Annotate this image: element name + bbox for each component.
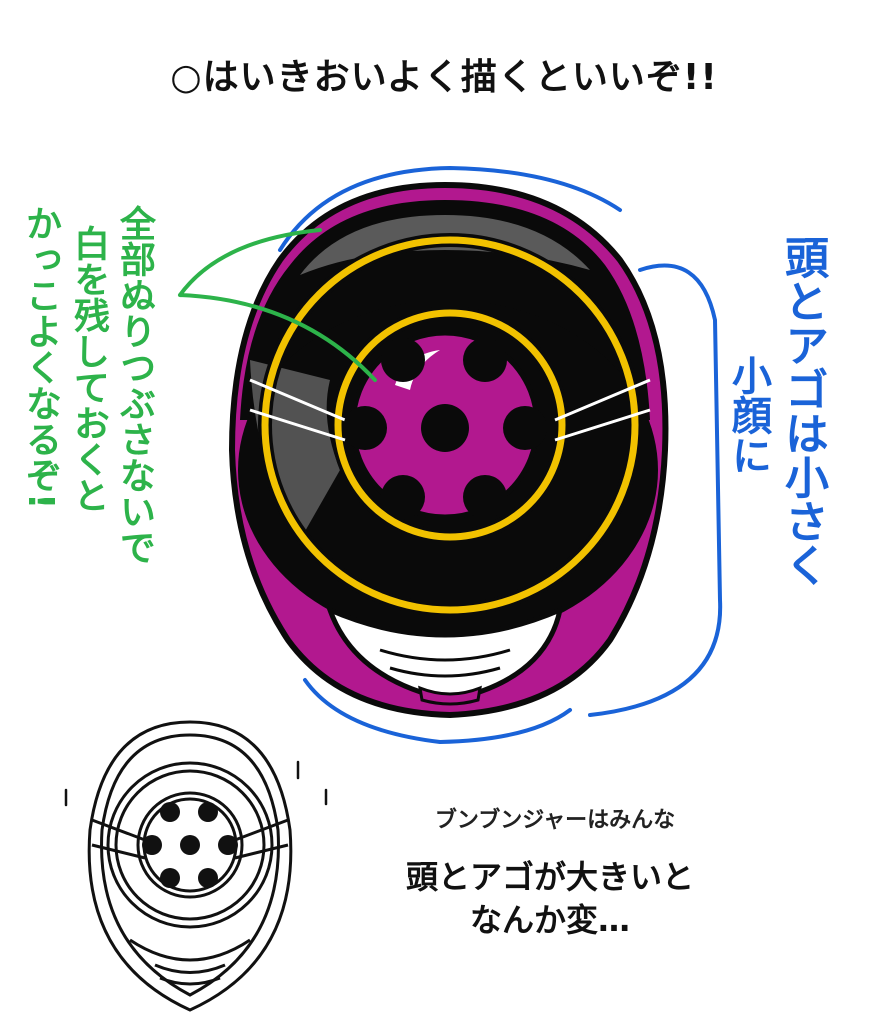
wheel-hole [381, 338, 425, 382]
blue-head-outline [278, 165, 622, 252]
chin-piece [325, 605, 564, 703]
blue-bracket [588, 263, 723, 717]
green-pointer-arrow [178, 228, 377, 382]
green-note-col1: 全部ぬりつぶさないで [114, 205, 155, 565]
bottom-caption-line3: なんか変… [469, 901, 630, 939]
green-note-col3: かっこよくなるぞ! [20, 205, 61, 510]
bad-example-wheel-holes [142, 802, 238, 888]
wheel-hole [381, 475, 425, 519]
blue-note-col1: 頭とアゴは小さく [777, 235, 828, 587]
blue-chin-outline [303, 678, 572, 745]
chin-tip [418, 685, 482, 706]
wheel-hole [463, 338, 507, 382]
bottom-caption-line2: 頭とアゴが大きいと [405, 858, 694, 896]
wheel-hole-center [421, 404, 469, 452]
page-title: ○はいきおいよく描くといいぞ!! [170, 57, 718, 98]
bad-example-helmet [87, 720, 293, 1012]
wheel-hole [503, 406, 547, 450]
green-note-col2: 白を残しておくと [68, 225, 109, 513]
bottom-caption-small: ブンブンジャーはみんな [434, 808, 676, 833]
wheel-hole [343, 406, 387, 450]
blue-note-col2: 小顔に [725, 355, 771, 475]
wheel-hole [463, 475, 507, 519]
sweat-drop-marks [64, 760, 328, 807]
